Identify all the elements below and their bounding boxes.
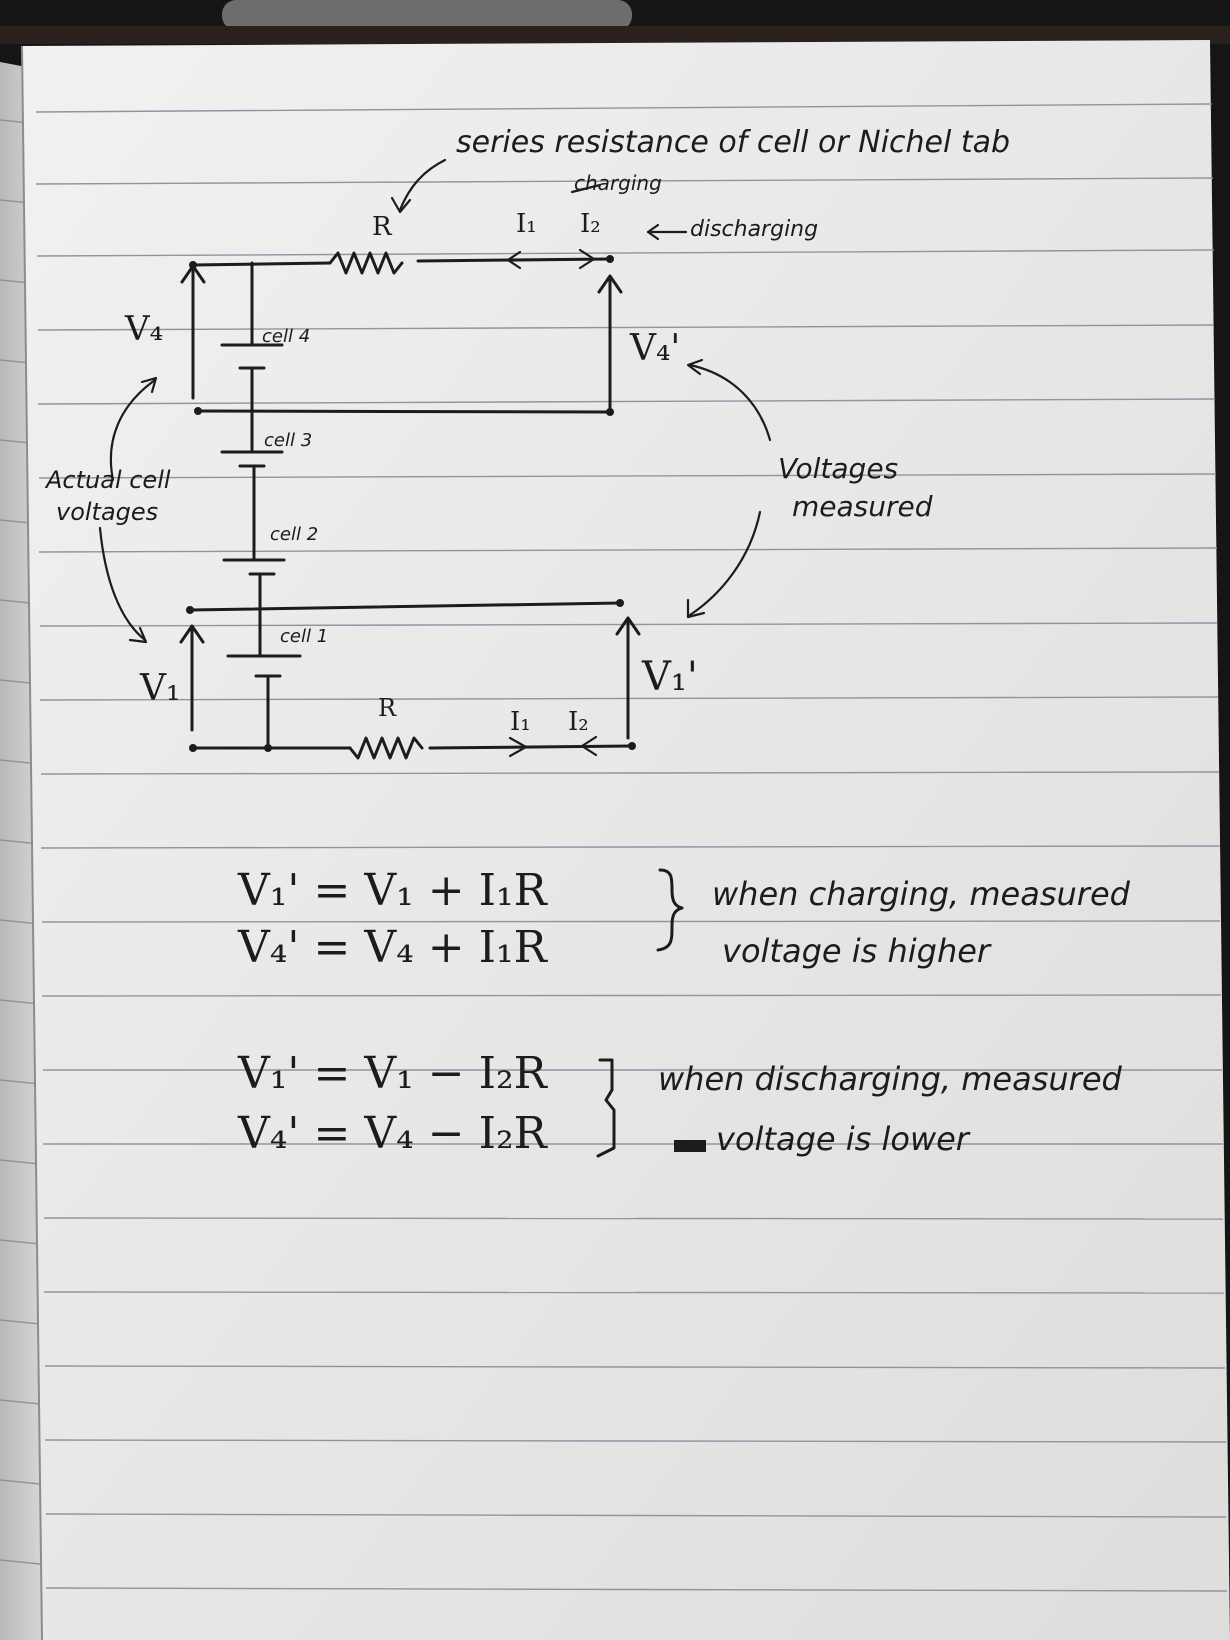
- V4-prime-label: V₄': [629, 328, 680, 369]
- arrow-I2-top: [578, 248, 596, 270]
- charging-note-line1: when charging, measured: [712, 875, 1131, 913]
- charging-note-line2: voltage is higher: [722, 932, 992, 970]
- arrow-I2-bottom: [580, 735, 598, 757]
- scribble-mark: [674, 1140, 706, 1152]
- node-bottom-right: [628, 742, 636, 750]
- lower-top-wire: [188, 601, 622, 612]
- discharging-label: discharging: [690, 217, 818, 242]
- V1-arrow-head: [179, 624, 205, 644]
- pointer-measured-V4-head: [686, 358, 704, 376]
- ruled-lines: [35, 103, 1228, 1592]
- discharging-note-line1: when discharging, measured: [658, 1060, 1123, 1098]
- pointer-measured-V1-head: [686, 598, 706, 619]
- diagram-labels: series resistance of cell or Nichel tab …: [44, 125, 1010, 737]
- I2-label-bottom: I₂: [568, 707, 589, 737]
- cell3-label: cell 3: [264, 430, 312, 451]
- voltages-measured-line1: Voltages: [778, 452, 898, 485]
- top-wire-right: [416, 257, 612, 263]
- pointer-measured-V4: [688, 363, 772, 442]
- arrow-I1-bottom: [508, 736, 528, 758]
- node-lower-right: [616, 599, 624, 607]
- pointer-actual-V4-head: [140, 376, 158, 394]
- cell1-label: cell 1: [280, 626, 328, 647]
- pointer-actual-V4: [109, 378, 157, 482]
- V4-prime-arrow-head: [597, 274, 623, 294]
- charging-equation-1: V₁' = V₁ + I₁R: [237, 865, 549, 916]
- R-label-top: R: [372, 212, 393, 242]
- cell2-label: cell 2: [270, 524, 318, 545]
- pointer-measured-V1: [688, 510, 762, 617]
- node-mid-right: [606, 408, 614, 416]
- mid-wire-cell4: [196, 409, 612, 414]
- charging-brace: [656, 868, 684, 952]
- cell4-label: cell 4: [262, 326, 310, 347]
- discharging-brace: [596, 1058, 616, 1158]
- node-top-right: [606, 255, 614, 263]
- V1-prime-label: V₁': [641, 654, 698, 700]
- arrow-I1-top: [506, 250, 522, 270]
- R-label-bottom: R: [378, 694, 397, 722]
- charging-label: charging: [574, 171, 662, 195]
- pointer-actual-V1: [98, 526, 147, 642]
- discharging-equation-2: V₄' = V₄ − I₂R: [237, 1108, 549, 1159]
- charging-equation-2: V₄' = V₄ + I₁R: [237, 922, 549, 973]
- pointer-actual-V1-head: [128, 626, 148, 644]
- pointer-series-resistance-head: [390, 196, 412, 214]
- I1-label-top: I₁: [516, 209, 537, 239]
- top-wire-left: [191, 261, 332, 267]
- node-bottom-mid: [264, 744, 272, 752]
- node-bottom-left: [189, 744, 197, 752]
- node-mid-left: [194, 407, 202, 415]
- bottom-wire-right: [428, 744, 634, 750]
- discharging-equation-1: V₁' = V₁ − I₂R: [237, 1048, 549, 1099]
- pointer-charging: [570, 183, 602, 194]
- I2-label-top: I₂: [580, 209, 601, 239]
- V1-label: V₁: [139, 668, 180, 709]
- voltages-measured-line2: measured: [792, 490, 933, 523]
- V4-label: V₄: [124, 309, 163, 349]
- circuit-diagram: [98, 158, 772, 760]
- node-lower-left: [186, 606, 194, 614]
- top-object: [222, 0, 632, 30]
- actual-cell-voltages-line1: Actual cell: [44, 466, 171, 494]
- discharging-note-line2: voltage is lower: [716, 1120, 971, 1158]
- series-resistance-annotation: series resistance of cell or Nichel tab: [456, 125, 1010, 160]
- binding-edge: [21, 45, 43, 1640]
- I1-label-bottom: I₁: [510, 707, 531, 737]
- page: [22, 40, 1230, 1640]
- actual-cell-voltages-line2: voltages: [56, 498, 158, 526]
- resistor-bottom: [348, 736, 424, 760]
- equations: V₁' = V₁ + I₁R V₄' = V₄ + I₁R when charg…: [237, 865, 1131, 1159]
- V4-arrow-head: [180, 264, 206, 284]
- pointer-discharging-head: [646, 223, 660, 241]
- resistor-top: [328, 251, 404, 275]
- notebook-cover-edge: [0, 26, 1230, 44]
- V1-prime-arrow-head: [615, 616, 641, 636]
- pointer-series-resistance: [398, 158, 447, 212]
